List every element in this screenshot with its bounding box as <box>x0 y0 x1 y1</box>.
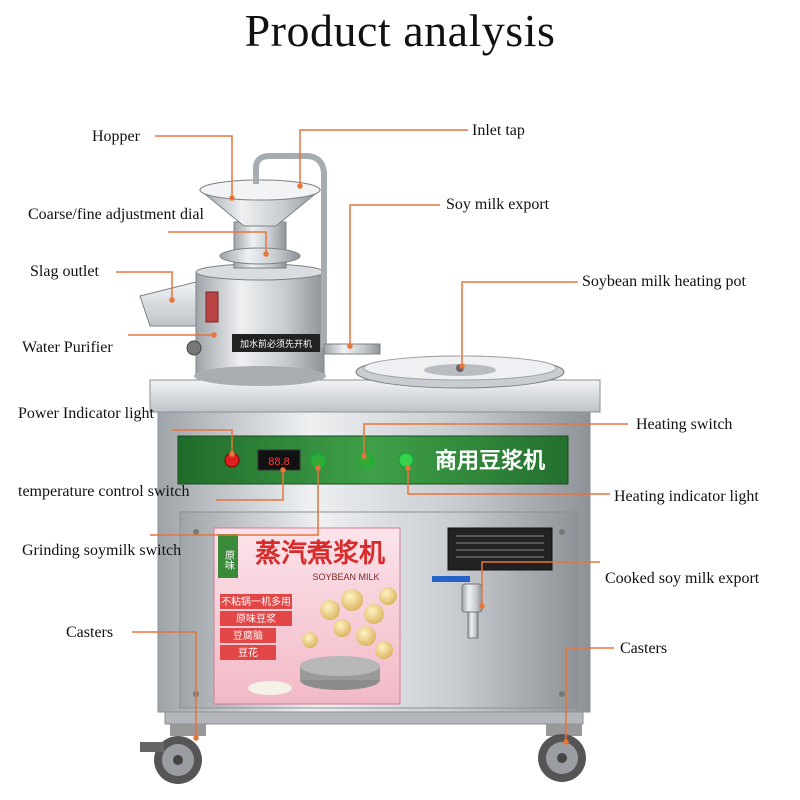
leader-heating-switch <box>363 423 628 456</box>
leader-casters-right <box>565 647 614 742</box>
poster-line-1: 不粘锅一机多用 <box>221 595 291 608</box>
poster-english: SOYBEAN MILK <box>312 572 379 582</box>
leader-adjust-dial <box>168 231 267 254</box>
heating-pot <box>355 355 565 389</box>
leader-lines <box>116 129 628 745</box>
grinder-plate-text: 加水前必须先开机 <box>240 338 312 349</box>
poster: 原味 蒸汽煮浆机 SOYBEAN MILK 不粘锅一机多用 原味豆浆 豆腐脑 豆… <box>213 527 401 705</box>
label-hopper: Hopper <box>92 128 140 145</box>
label-soy-milk-export: Soy milk export <box>446 196 550 213</box>
leader-slag-outlet <box>116 271 173 300</box>
leader-hopper <box>155 135 233 198</box>
heating-indicator-light <box>398 452 414 468</box>
label-water-purifier: Water Purifier <box>22 339 113 356</box>
leader-heating-pot <box>461 281 578 366</box>
leader-inlet-tap <box>299 129 468 186</box>
label-inlet-tap: Inlet tap <box>472 122 525 139</box>
label-adjust-dial: Coarse/fine adjustment dial <box>28 206 204 223</box>
leader-power-light <box>172 429 233 454</box>
label-slag-outlet: Slag outlet <box>30 263 99 280</box>
temperature-display <box>257 449 301 471</box>
leader-grinding-switch <box>150 468 319 536</box>
poster-line-3: 豆腐脑 <box>233 629 263 642</box>
label-casters-right: Casters <box>620 640 668 657</box>
control-panel: 88.8 商用豆浆机 <box>177 435 569 485</box>
label-heating-switch: Heating switch <box>636 416 733 433</box>
right-caster <box>538 724 586 782</box>
label-casters-left: Casters <box>66 624 114 641</box>
panel-brand-text: 商用豆浆机 <box>435 448 545 473</box>
label-heating-light: Heating indicator light <box>614 488 759 505</box>
poster-heading: 蒸汽煮浆机 <box>255 538 385 568</box>
label-power-light: Power Indicator light <box>18 405 154 422</box>
left-caster <box>140 724 206 784</box>
label-cooked-export: Cooked soy milk export <box>605 570 760 587</box>
label-temp-switch: temperature control switch <box>18 483 190 500</box>
info-plate <box>447 527 553 571</box>
leader-temp-switch <box>216 470 284 501</box>
leader-cooked-export <box>481 561 600 606</box>
label-grinding-switch: Grinding soymilk switch <box>22 542 182 559</box>
label-heating-pot: Soybean milk heating pot <box>582 273 746 290</box>
poster-line-4: 豆花 <box>238 646 258 659</box>
leader-casters-left <box>132 631 197 738</box>
poster-side-text: 原味 <box>223 550 235 570</box>
page-title: Product analysis <box>244 5 556 56</box>
leader-soy-milk-export <box>349 204 440 346</box>
poster-line-2: 原味豆浆 <box>236 612 276 625</box>
grinder: 加水前必须先开机 <box>139 153 381 386</box>
leader-heating-light <box>407 468 610 495</box>
temperature-readout: 88.8 <box>268 456 289 468</box>
